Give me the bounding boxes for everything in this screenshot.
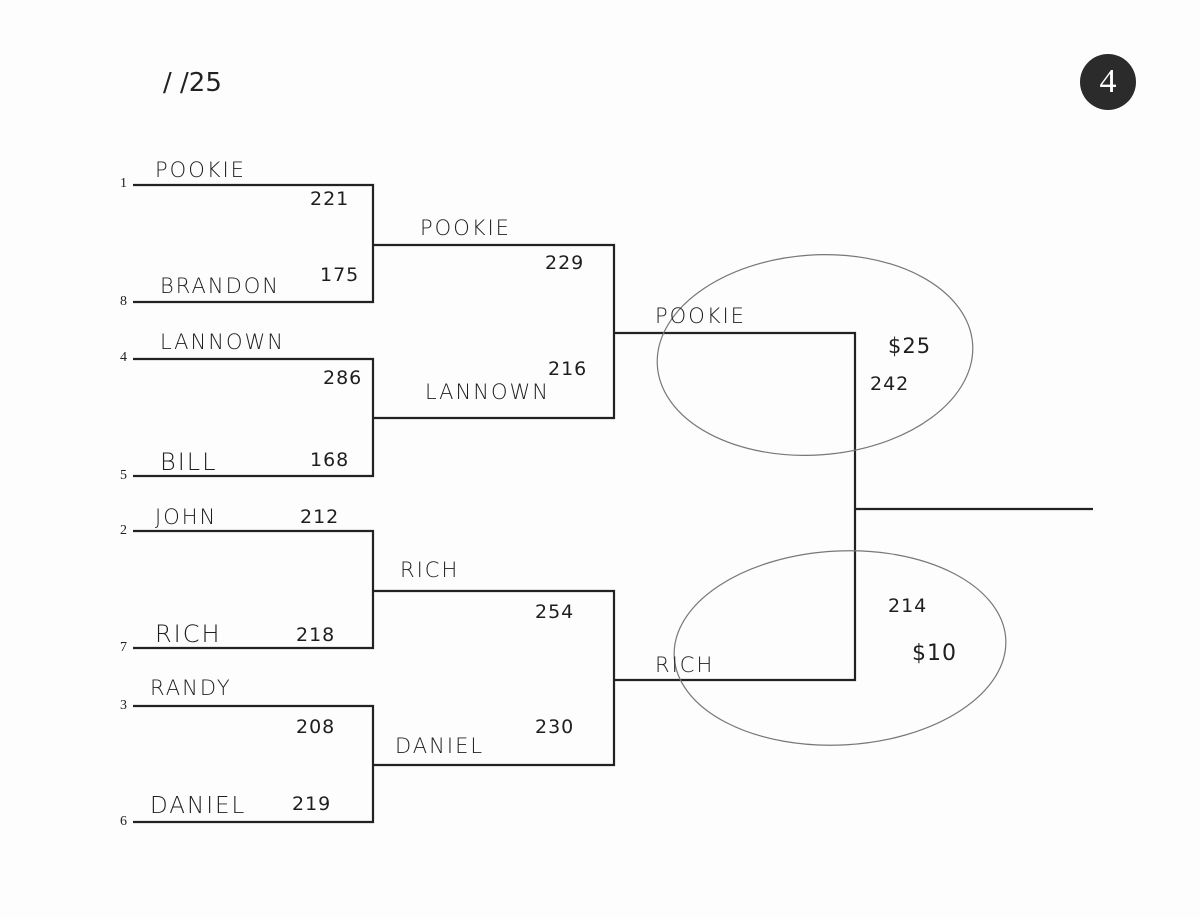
seed-label: 6 xyxy=(120,814,127,829)
prize-amount: $10 xyxy=(912,641,957,666)
player-name: Rich xyxy=(655,653,715,677)
player-name: Pookie xyxy=(655,304,746,328)
player-name: Lannown xyxy=(160,330,285,354)
player-score: 212 xyxy=(300,506,340,528)
player-score: 254 xyxy=(535,601,575,623)
page-number-badge: 4 xyxy=(1080,54,1136,110)
player-name: Rich xyxy=(400,558,460,582)
seed-label: 5 xyxy=(120,468,127,483)
player-name: Pookie xyxy=(155,158,246,182)
player-score: 218 xyxy=(296,624,336,646)
player-score: 286 xyxy=(323,367,363,389)
player-name: Brandon xyxy=(160,274,280,298)
player-name: John xyxy=(155,505,218,529)
player-score: 168 xyxy=(310,449,350,471)
seed-label: 7 xyxy=(120,640,127,655)
match-1-lines xyxy=(133,183,375,304)
player-score: 175 xyxy=(320,264,360,286)
player-score: 230 xyxy=(535,716,575,738)
date-field: / /25 xyxy=(163,68,222,98)
seed-label: 1 xyxy=(120,176,127,191)
seed-label: 8 xyxy=(120,294,127,309)
seed-label: 4 xyxy=(120,350,127,365)
player-score: 219 xyxy=(292,793,332,815)
semi-1-lines xyxy=(373,243,616,420)
match-3-lines xyxy=(133,529,375,650)
player-name: Daniel xyxy=(395,734,485,758)
player-name: Pookie xyxy=(420,216,511,240)
seed-label: 2 xyxy=(120,523,127,538)
player-name: Rich xyxy=(155,620,222,648)
player-score: 242 xyxy=(870,373,910,395)
player-score: 214 xyxy=(888,595,928,617)
player-name: Lannown xyxy=(425,380,550,404)
semi-2-lines xyxy=(373,589,616,767)
player-score: 229 xyxy=(545,252,585,274)
runner-up-circle xyxy=(673,550,1007,746)
winner-circle xyxy=(656,254,974,456)
seed-label: 3 xyxy=(120,698,127,713)
player-name: Randy xyxy=(150,676,232,700)
player-score: 221 xyxy=(310,188,350,210)
player-score: 216 xyxy=(548,358,588,380)
prize-amount: $25 xyxy=(888,334,932,358)
player-score: 208 xyxy=(296,716,336,738)
player-name: Daniel xyxy=(150,793,247,819)
final-lines xyxy=(614,331,857,682)
player-name: Bill xyxy=(160,448,218,476)
